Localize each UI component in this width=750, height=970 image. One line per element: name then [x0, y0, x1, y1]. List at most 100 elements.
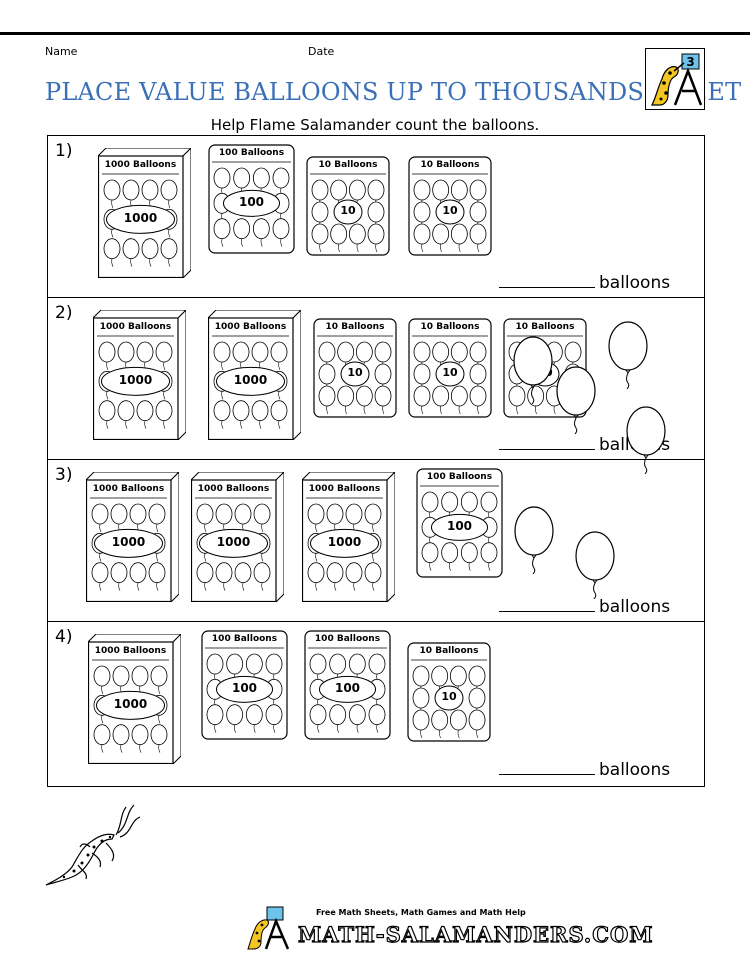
balloon-box-100: 100 Balloons 100	[304, 630, 391, 740]
balloon-box-1000: 1000 Balloons 1000	[88, 634, 181, 764]
date-label: Date	[308, 45, 335, 58]
balloon-box-1000: 1000 Balloons 1000	[93, 310, 186, 440]
box-value: 10	[347, 366, 363, 379]
balloon-box-icon	[407, 642, 491, 742]
box-value: 1000	[118, 373, 153, 388]
answer-unit: balloons	[599, 597, 671, 617]
balloon-box-icon	[88, 634, 181, 764]
box-label: 100 Balloons	[314, 634, 381, 644]
box-value: 1000	[111, 535, 146, 550]
balloon-box-icon	[313, 318, 397, 418]
balloon-box-10: 10 Balloons 10	[407, 642, 491, 742]
answer-blank[interactable]: balloons	[499, 758, 670, 780]
box-label: 10 Balloons	[420, 160, 480, 170]
footer-site-name[interactable]: MATH-SALAMANDERS.COM	[297, 921, 654, 947]
box-label: 1000 Balloons	[104, 160, 177, 170]
box-value: 1000	[233, 373, 268, 388]
balloon-box-icon	[86, 472, 179, 602]
single-balloon-icon	[573, 531, 617, 603]
box-label: 1000 Balloons	[308, 484, 381, 494]
box-label: 10 Balloons	[420, 322, 480, 332]
balloon-box-10: 10 Balloons 10	[408, 156, 492, 256]
box-label: 1000 Balloons	[94, 646, 167, 656]
balloon-box-icon	[191, 472, 284, 602]
balloon-box-icon	[306, 156, 390, 256]
box-value: 10	[441, 690, 457, 703]
balloon-box-1000: 1000 Balloons 1000	[302, 472, 395, 602]
single-balloon-icon	[512, 506, 556, 578]
box-value: 100	[231, 681, 258, 696]
box-label: 10 Balloons	[419, 646, 479, 656]
balloon-box-1000: 1000 Balloons 1000	[191, 472, 284, 602]
balloon-box-icon	[408, 156, 492, 256]
question-number: 2)	[55, 303, 73, 323]
balloon-box-icon	[208, 310, 301, 440]
box-label: 100 Balloons	[211, 634, 278, 644]
box-value: 100	[238, 195, 265, 210]
balloon-box-100: 100 Balloons 100	[201, 630, 288, 740]
balloon-box-icon	[201, 630, 288, 740]
box-value: 1000	[113, 697, 148, 712]
answer-line[interactable]	[499, 271, 595, 288]
name-label: Name	[45, 45, 78, 58]
box-value: 10	[442, 204, 458, 217]
box-value: 10	[442, 366, 458, 379]
balloon-box-1000: 1000 Balloons 1000	[86, 472, 179, 602]
question-row: 1) 1000 Balloons 1000 100 Balloons 100 10 Bal…	[48, 136, 704, 298]
balloon-box-1000: 1000 Balloons 1000	[98, 148, 191, 278]
answer-line[interactable]	[499, 433, 595, 450]
balloon-box-icon	[416, 468, 503, 578]
single-balloon-icon	[511, 336, 555, 408]
single-balloon-icon	[606, 321, 650, 393]
balloon-box-icon	[98, 148, 191, 278]
answer-unit: balloons	[599, 760, 671, 780]
top-rule	[0, 32, 750, 35]
box-label: 10 Balloons	[318, 160, 378, 170]
single-balloon-icon	[554, 366, 598, 438]
balloon-box-10: 10 Balloons 10	[306, 156, 390, 256]
answer-blank[interactable]: balloons	[499, 595, 670, 617]
balloon-box-icon	[93, 310, 186, 440]
question-number: 1)	[55, 141, 73, 161]
box-label: 100 Balloons	[218, 148, 285, 158]
balloon-box-100: 100 Balloons 100	[208, 144, 295, 254]
salamander-logo-icon	[247, 906, 290, 950]
grade-logo: 3	[645, 48, 705, 110]
balloon-box-icon	[302, 472, 395, 602]
answer-line[interactable]	[499, 595, 595, 612]
box-label: 1000 Balloons	[99, 322, 172, 332]
answer-unit: balloons	[599, 273, 671, 293]
answer-blank[interactable]: balloons	[499, 271, 670, 293]
box-label: 1000 Balloons	[92, 484, 165, 494]
footer-tagline: Free Math Sheets, Math Games and Math He…	[316, 908, 526, 917]
single-balloon-icon	[624, 406, 668, 478]
salamander-easel-icon: 3	[651, 53, 703, 106]
balloon-box-10: 10 Balloons 10	[408, 318, 492, 418]
question-number: 3)	[55, 465, 73, 485]
box-label: 10 Balloons	[325, 322, 385, 332]
balloon-box-10: 10 Balloons 10	[313, 318, 397, 418]
box-value: 10	[340, 204, 356, 217]
box-value: 1000	[216, 535, 251, 550]
flame-salamander-illustration	[42, 795, 142, 894]
box-label: 10 Balloons	[515, 322, 575, 332]
page-title: PLACE VALUE BALLOONS UP TO THOUSANDS SHE…	[45, 78, 750, 106]
balloon-box-icon	[408, 318, 492, 418]
balloon-box-icon	[208, 144, 295, 254]
box-value: 100	[446, 519, 473, 534]
subtitle: Help Flame Salamander count the balloons…	[210, 116, 540, 134]
grade-number: 3	[686, 55, 694, 69]
box-label: 1000 Balloons	[197, 484, 270, 494]
answer-line[interactable]	[499, 758, 595, 775]
salamander-icon	[45, 804, 141, 886]
box-value: 1000	[123, 211, 158, 226]
box-value: 100	[334, 681, 361, 696]
box-value: 1000	[327, 535, 362, 550]
question-number: 4)	[55, 627, 73, 647]
balloon-box-icon	[304, 630, 391, 740]
